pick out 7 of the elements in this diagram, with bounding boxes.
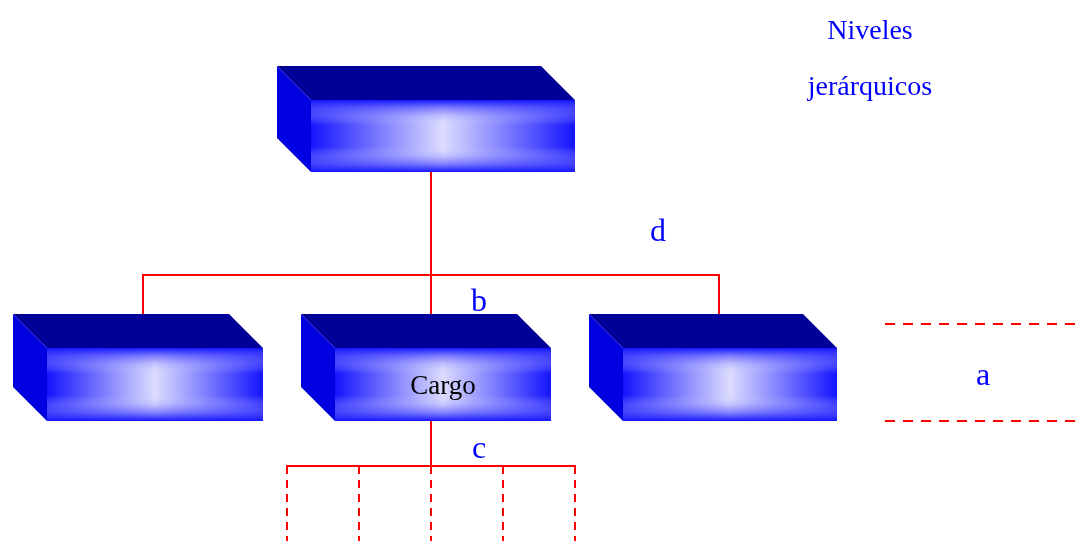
title: Niveles jerárquicos [806, 13, 934, 103]
level-letter: b [471, 284, 487, 316]
level-letter: d [650, 214, 666, 246]
node-label: Cargo [410, 369, 476, 400]
connector-line [430, 420, 576, 541]
level-letter: c [471, 431, 487, 463]
level-letter: a [975, 358, 991, 390]
